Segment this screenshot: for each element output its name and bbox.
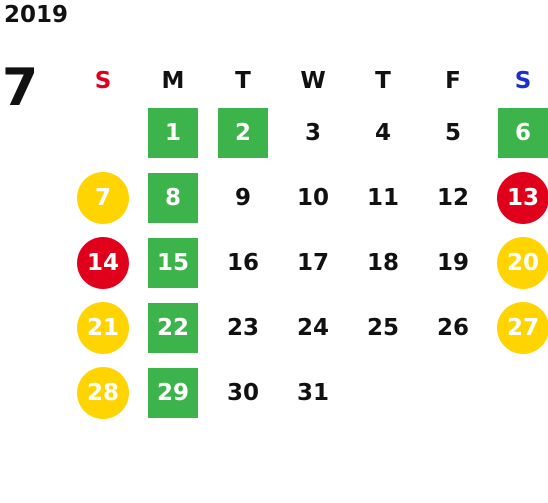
day-cell[interactable]: 13 xyxy=(497,171,548,224)
month-number: 7 xyxy=(2,58,39,118)
week-row: 28 29 30 31 xyxy=(68,360,548,425)
day-cell[interactable]: 3 xyxy=(304,119,321,146)
day-cell[interactable]: 4 xyxy=(374,119,391,146)
day-cell[interactable]: 8 xyxy=(148,172,198,223)
week-row: 7 8 9 10 11 12 13 xyxy=(68,165,548,230)
calendar-grid: S M T W T F S 1 2 3 4 5 6 7 8 9 10 11 12… xyxy=(68,62,548,425)
day-cell[interactable]: 20 xyxy=(497,236,548,289)
weekday-friday: F xyxy=(445,68,461,94)
empty-day-cell xyxy=(418,360,488,425)
empty-day-cell xyxy=(488,360,548,425)
day-cell[interactable]: 7 xyxy=(77,171,129,224)
day-cell[interactable]: 1 xyxy=(148,107,198,158)
weekday-monday: M xyxy=(161,68,185,94)
weekday-saturday: S xyxy=(514,68,532,94)
day-cell[interactable]: 17 xyxy=(296,249,329,276)
weekday-header: S M T W T F S xyxy=(68,62,548,100)
day-cell[interactable]: 18 xyxy=(366,249,399,276)
day-cell[interactable]: 21 xyxy=(77,301,129,354)
year-label: 2019 xyxy=(4,2,69,28)
day-cell[interactable]: 14 xyxy=(77,236,129,289)
day-cell[interactable]: 29 xyxy=(148,367,198,418)
week-row: 14 15 16 17 18 19 20 xyxy=(68,230,548,295)
day-cell[interactable]: 30 xyxy=(226,379,259,406)
day-cell[interactable]: 25 xyxy=(366,314,399,341)
day-cell[interactable]: 2 xyxy=(218,107,268,158)
day-cell[interactable]: 5 xyxy=(444,119,461,146)
day-cell[interactable]: 15 xyxy=(148,237,198,288)
weekday-thursday: T xyxy=(375,68,391,94)
day-cell[interactable]: 12 xyxy=(436,184,469,211)
day-cell[interactable]: 19 xyxy=(436,249,469,276)
empty-day-cell xyxy=(348,360,418,425)
day-cell[interactable]: 10 xyxy=(296,184,329,211)
week-row: 1 2 3 4 5 6 xyxy=(68,100,548,165)
day-cell[interactable]: 16 xyxy=(226,249,259,276)
day-cell[interactable]: 9 xyxy=(234,184,251,211)
day-cell[interactable]: 28 xyxy=(77,366,129,419)
weekday-sunday: S xyxy=(94,68,112,94)
day-cell[interactable]: 22 xyxy=(148,302,198,353)
weekday-tuesday: T xyxy=(235,68,251,94)
day-cell[interactable]: 24 xyxy=(296,314,329,341)
weekday-wednesday: W xyxy=(300,68,326,94)
day-cell[interactable]: 26 xyxy=(436,314,469,341)
empty-day-cell xyxy=(68,100,138,165)
day-cell[interactable]: 11 xyxy=(366,184,399,211)
day-cell[interactable]: 6 xyxy=(498,107,548,158)
week-row: 21 22 23 24 25 26 27 xyxy=(68,295,548,360)
day-cell[interactable]: 27 xyxy=(497,301,548,354)
day-cell[interactable]: 23 xyxy=(226,314,259,341)
day-cell[interactable]: 31 xyxy=(296,379,329,406)
